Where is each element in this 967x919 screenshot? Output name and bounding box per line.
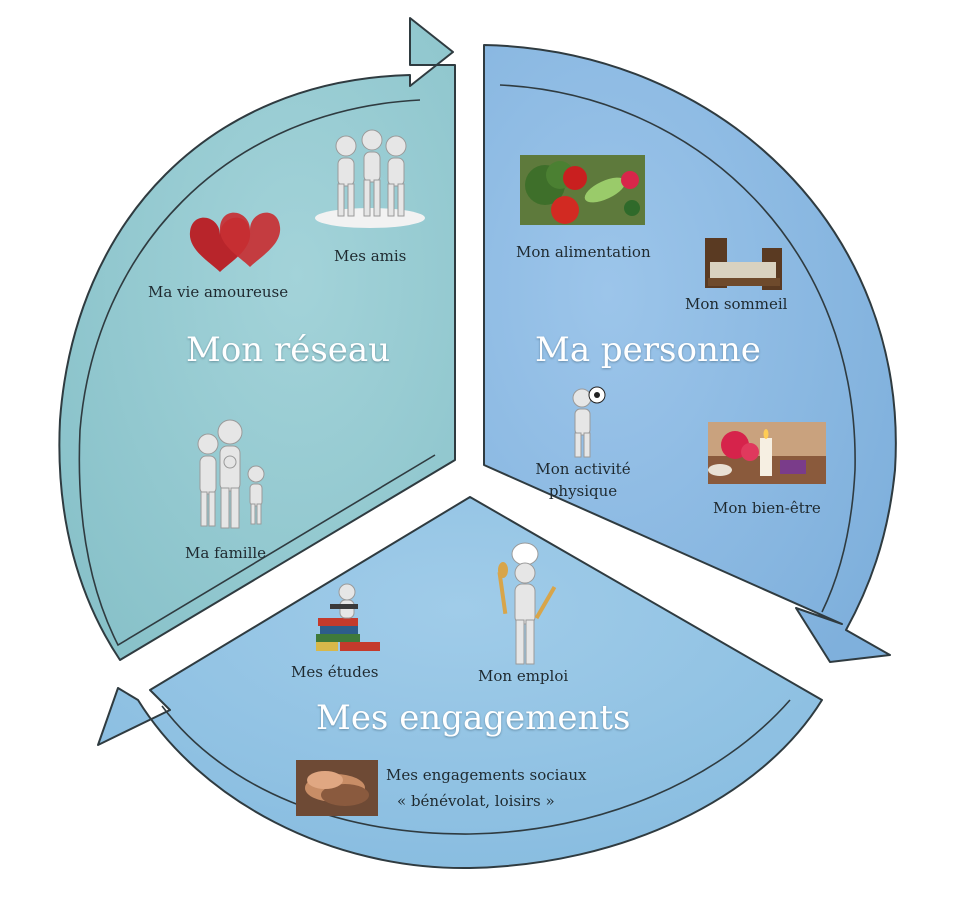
soccer-figure-icon <box>572 386 606 458</box>
hands-photo <box>296 760 378 816</box>
bed-icon <box>705 238 782 290</box>
spa-candles-photo <box>708 422 826 484</box>
chef-figure-icon <box>497 542 557 665</box>
vegetables-photo <box>520 155 645 225</box>
label-ma-famille: Ma famille <box>185 544 267 562</box>
hearts-icon <box>189 212 281 272</box>
label-mon-bien-etre: Mon bien-être <box>713 499 821 517</box>
books-figure-icon <box>316 583 380 651</box>
family-figures-icon <box>197 419 265 529</box>
friends-figures-icon <box>315 129 425 228</box>
label-mes-engagements-sociaux-line2: « bénévolat, loisirs » <box>397 792 555 810</box>
label-mes-engagements-sociaux-line1: Mes engagements sociaux <box>386 766 587 784</box>
label-mon-alimentation: Mon alimentation <box>516 243 651 261</box>
sector-mes-engagements <box>97 496 823 870</box>
label-ma-vie-amoureuse: Ma vie amoureuse <box>148 283 289 301</box>
section-title-mes-engagements: Mes engagements <box>316 698 631 738</box>
section-title-ma-personne: Ma personne <box>535 330 761 370</box>
sector-mon-reseau <box>58 17 456 661</box>
label-mon-activite-line1: Mon activité <box>535 460 631 478</box>
label-mes-etudes: Mes études <box>291 663 379 681</box>
label-mon-sommeil: Mon sommeil <box>685 295 788 313</box>
label-mes-amis: Mes amis <box>334 247 407 265</box>
section-title-mon-reseau: Mon réseau <box>186 330 391 370</box>
label-mon-activite-line2: physique <box>548 482 618 500</box>
label-mon-emploi: Mon emploi <box>478 667 569 685</box>
